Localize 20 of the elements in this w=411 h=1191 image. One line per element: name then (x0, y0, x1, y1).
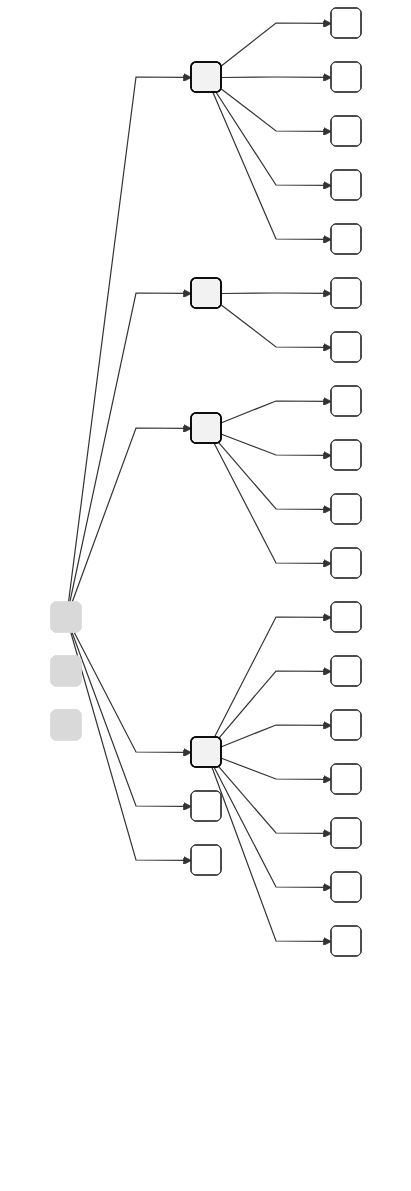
arrow (220, 88, 332, 136)
arrow (220, 304, 332, 352)
arrow (220, 19, 332, 67)
arrow (220, 73, 332, 82)
arrow (220, 289, 332, 298)
arrow (215, 91, 332, 190)
arrow (213, 613, 332, 739)
arrow (213, 442, 332, 568)
arrow (211, 91, 332, 244)
arrow (220, 397, 332, 424)
arrow (220, 757, 332, 784)
arrow (217, 442, 332, 514)
arrow (69, 631, 192, 865)
arrow (217, 766, 332, 838)
arrow (213, 766, 332, 892)
arrow (220, 433, 332, 460)
arrow (217, 667, 332, 739)
arrow (210, 766, 332, 946)
arrow (70, 631, 192, 811)
arrow (220, 721, 332, 748)
